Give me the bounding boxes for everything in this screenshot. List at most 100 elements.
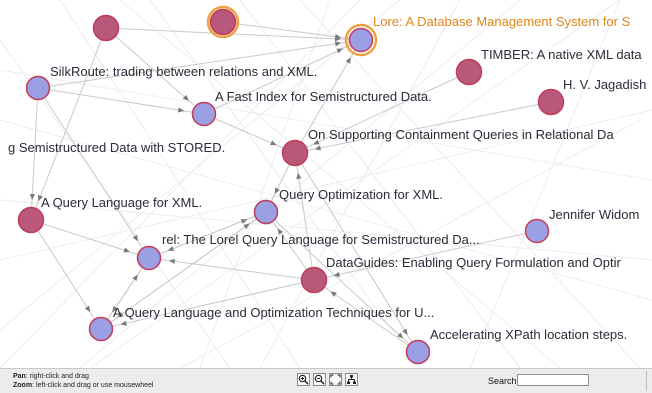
graph-node[interactable] (537, 88, 565, 116)
edge-line (294, 101, 552, 154)
edge-line (100, 211, 267, 330)
zoom-toolbar (297, 373, 358, 386)
edge-line (0, 119, 652, 301)
graph-node[interactable] (92, 14, 120, 42)
arrowhead (274, 187, 280, 195)
edge-line (299, 0, 641, 368)
arrowhead (402, 328, 408, 335)
edge-line (313, 230, 538, 281)
arrowhead (296, 172, 302, 180)
node-label[interactable]: A Query Language and Optimization Techni… (113, 305, 434, 320)
divider (646, 371, 647, 391)
edge-line (0, 0, 361, 368)
zoom-in-icon (298, 374, 309, 385)
edge-line (148, 257, 315, 281)
node-label[interactable]: DataGuides: Enabling Query Formulation a… (326, 255, 621, 270)
edge-line (89, 0, 621, 368)
arrowhead (345, 57, 351, 64)
graph-node[interactable] (17, 206, 45, 234)
edge-line (265, 211, 419, 353)
arrowhead (112, 306, 118, 313)
zoom-out-button[interactable] (313, 373, 326, 386)
node-label[interactable]: Query Optimization for XML. (279, 187, 443, 202)
edge-line (100, 257, 150, 330)
edge-line (294, 152, 419, 353)
edge-line (30, 219, 150, 259)
arrowhead (277, 228, 284, 235)
arrowhead (336, 48, 343, 54)
graph-node[interactable] (136, 245, 162, 271)
arrowhead (314, 145, 322, 151)
edge-line (30, 27, 107, 221)
graph-node[interactable] (300, 266, 328, 294)
layout-button[interactable] (345, 373, 358, 386)
edge-line (203, 39, 362, 115)
node-label[interactable]: A Fast Index for Semistructured Data. (215, 89, 432, 104)
graph-node[interactable] (455, 58, 483, 86)
arrowhead (123, 247, 130, 253)
arrowhead (168, 258, 176, 265)
edge-line (119, 0, 561, 368)
graph-canvas[interactable]: Lore: A Database Management System for S… (0, 0, 652, 368)
graph-node[interactable] (281, 139, 309, 167)
node-label[interactable]: rel: The Lorel Query Language for Semist… (162, 232, 480, 247)
pan-help-description: : right-click and drag (25, 373, 89, 380)
graph-node[interactable] (25, 75, 51, 101)
edge-line (265, 211, 315, 281)
node-label[interactable]: Lore: A Database Management System for S (373, 14, 631, 29)
edge-line (294, 152, 315, 281)
pan-help-label: Pan (13, 373, 26, 380)
fit-screen-icon (330, 374, 341, 385)
arrowhead (38, 194, 43, 202)
search-input[interactable] (517, 374, 589, 386)
graph-svg[interactable]: Lore: A Database Management System for S… (0, 0, 652, 368)
edge-line (0, 109, 652, 261)
node-label[interactable]: TIMBER: A native XML data (481, 47, 642, 62)
graph-node[interactable] (348, 27, 374, 53)
graph-node[interactable] (253, 199, 279, 225)
zoom-help-text: Zoom: left-click and drag or use mousewh… (13, 382, 153, 389)
arrowhead (397, 332, 404, 339)
nodes: Lore: A Database Management System for S… (8, 5, 646, 365)
arrowhead (270, 140, 277, 146)
node-label[interactable]: SilkRoute: trading between relations and… (50, 64, 317, 79)
graph-node[interactable] (209, 8, 237, 36)
edge-line (259, 0, 461, 368)
node-highlight-ring (206, 5, 240, 39)
node-label[interactable]: On Supporting Containment Queries in Rel… (308, 127, 614, 142)
graph-node[interactable] (405, 339, 431, 365)
node-highlight-ring (344, 23, 378, 57)
node-label[interactable]: g Semistructured Data with STORED. (8, 140, 225, 155)
graph-node[interactable] (88, 316, 114, 342)
arrowhead (243, 223, 250, 230)
pan-help-text: Pan: right-click and drag (13, 373, 89, 380)
graph-node[interactable] (191, 101, 217, 127)
arrowhead (132, 274, 138, 281)
arrowhead (117, 311, 124, 318)
node-label[interactable]: Jennifer Widom (549, 207, 639, 222)
node-label[interactable]: H. V. Jagadish (563, 77, 646, 92)
arrowhead (333, 271, 340, 277)
edge-line (239, 0, 521, 368)
edge-line (469, 0, 621, 368)
edge-line (37, 39, 362, 89)
edge-line (294, 71, 470, 154)
background-edges (0, 0, 652, 368)
node-label[interactable]: Accelerating XPath location steps. (430, 327, 627, 342)
arrowhead (182, 94, 189, 101)
edge-line (179, 119, 641, 368)
arrowheads (29, 34, 408, 339)
node-label[interactable]: A Query Language for XML. (41, 195, 202, 210)
layout-tree-icon (347, 375, 356, 384)
edge-line (100, 279, 315, 330)
fit-screen-button[interactable] (329, 373, 342, 386)
edge-line (149, 0, 421, 368)
control-bar: Pan: right-click and drag Zoom: left-cli… (0, 368, 652, 393)
search-label: Search (488, 376, 517, 386)
zoom-help-label: Zoom (13, 382, 33, 389)
edge-line (37, 87, 205, 115)
edge-line (37, 87, 150, 259)
zoom-in-button[interactable] (297, 373, 310, 386)
graph-node[interactable] (524, 218, 550, 244)
arrowhead (84, 305, 91, 313)
